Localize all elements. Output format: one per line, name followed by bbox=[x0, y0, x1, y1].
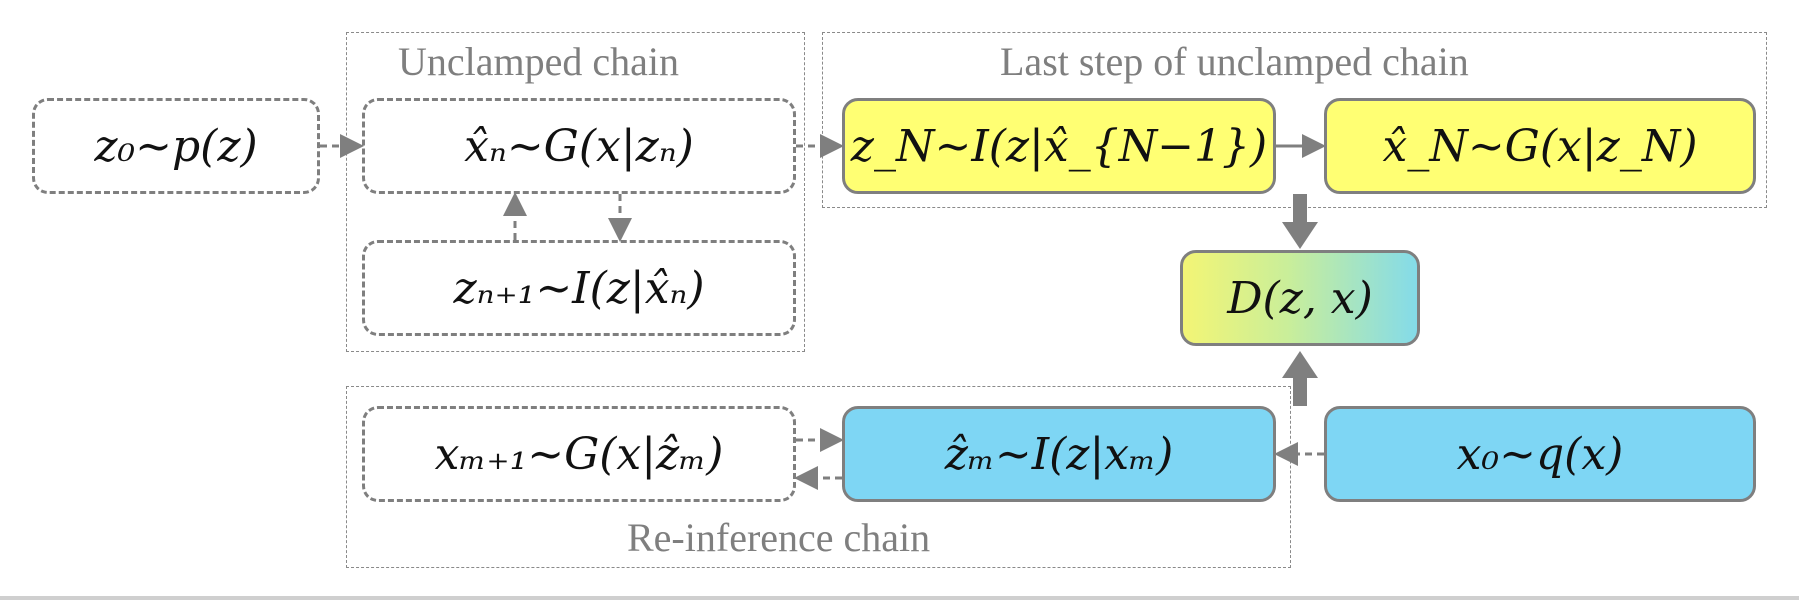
prior-sample-node: z₀∼p(z) bbox=[32, 98, 320, 194]
unclamped-chain-group bbox=[346, 32, 805, 352]
generator-step-N-node: x̂_N∼G(x|z_N) bbox=[1324, 98, 1756, 194]
bottom-divider bbox=[0, 596, 1799, 600]
generator-step-m-plus-1-node: xₘ₊₁∼G(x|ẑₘ) bbox=[362, 406, 796, 502]
arrow-last-step-to-discriminator-head bbox=[1282, 222, 1318, 249]
last-step-title: Last step of unclamped chain bbox=[1000, 39, 1469, 84]
inference-step-N-node: z_N∼I(z|x̂_{N−1}) bbox=[842, 98, 1276, 194]
arrow-reinference-to-discriminator-head bbox=[1282, 351, 1318, 378]
reinference-chain-group bbox=[346, 386, 1291, 568]
data-sample-node: x₀∼q(x) bbox=[1324, 406, 1756, 502]
inference-step-n-plus-1-node: zₙ₊₁∼I(z|x̂ₙ) bbox=[362, 240, 796, 336]
discriminator-node: D(z, x) bbox=[1180, 250, 1420, 346]
inference-step-m-node: ẑₘ∼I(z|xₘ) bbox=[842, 406, 1276, 502]
unclamped-chain-title: Unclamped chain bbox=[398, 39, 679, 84]
reinference-chain-title: Re-inference chain bbox=[627, 515, 931, 560]
